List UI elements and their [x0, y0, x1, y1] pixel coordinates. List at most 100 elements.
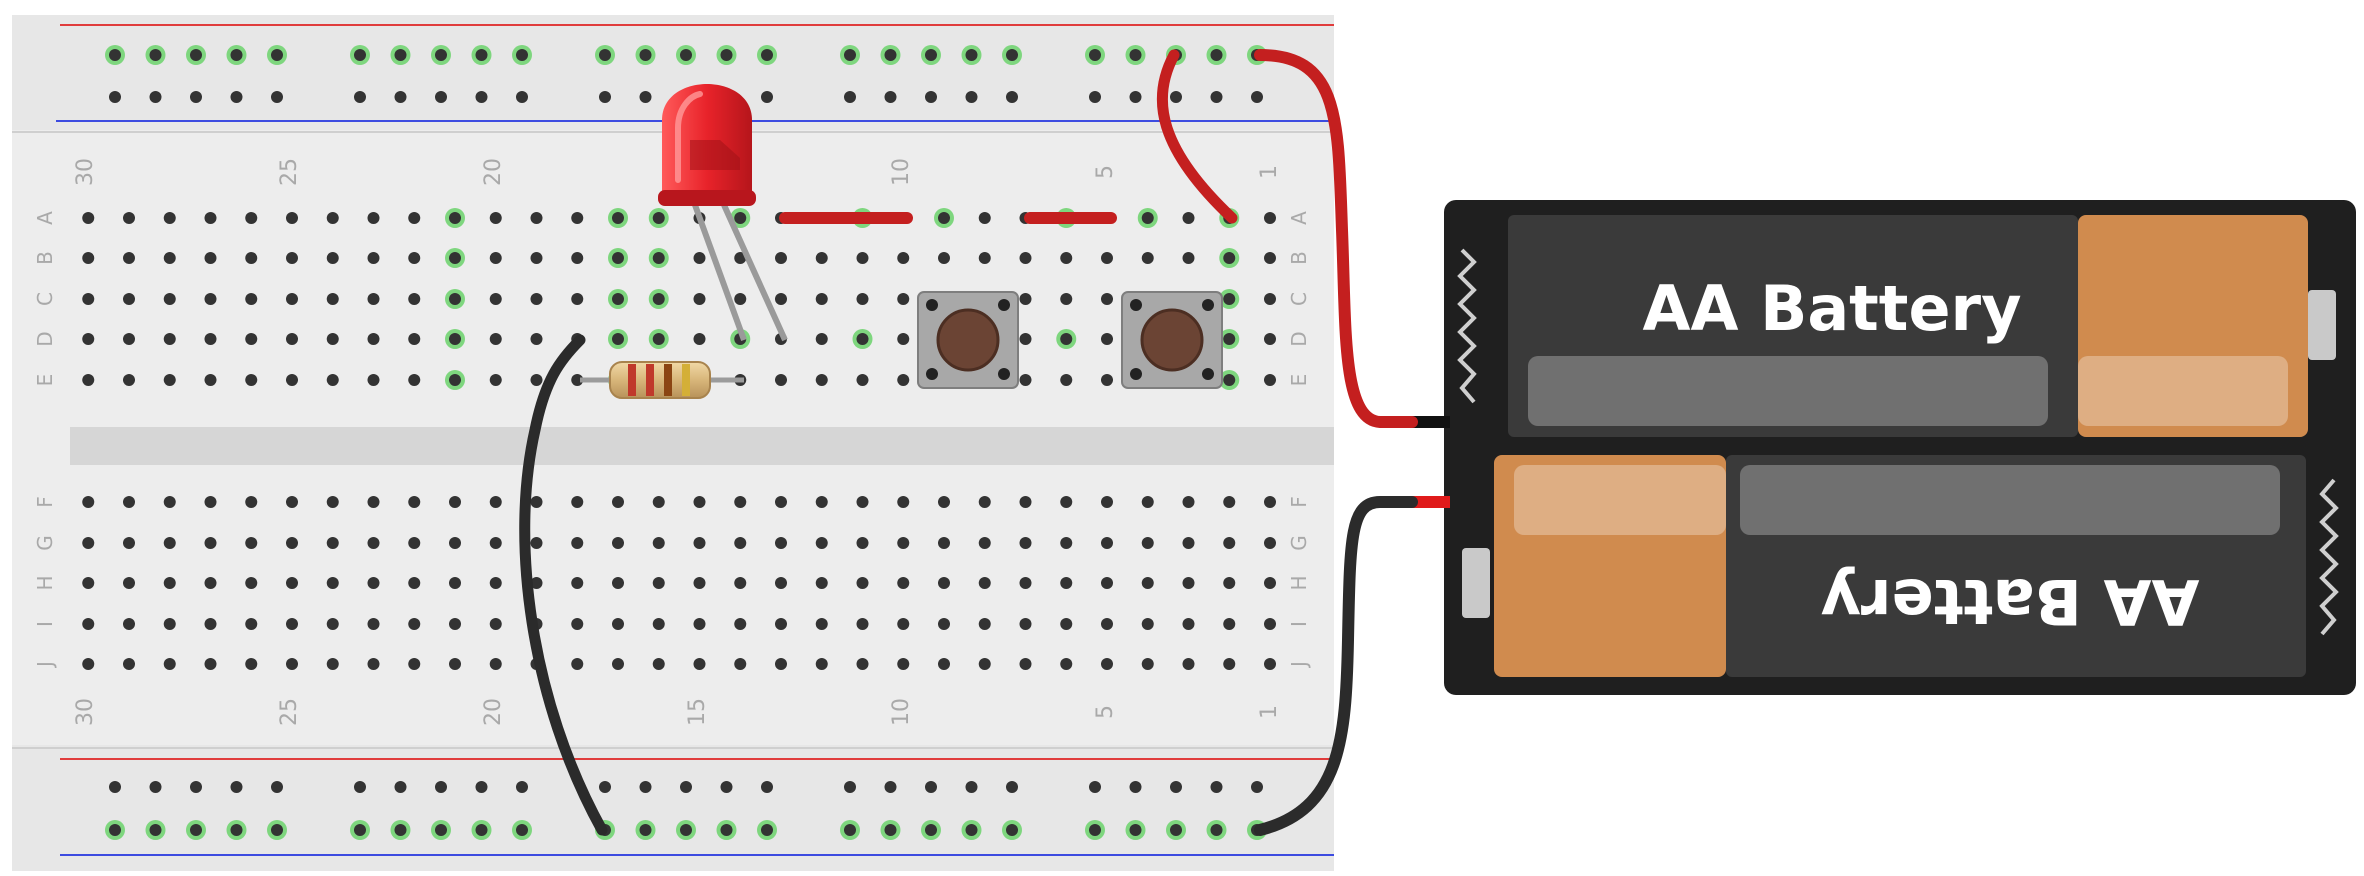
hole — [475, 781, 488, 793]
hole — [204, 252, 217, 264]
hole — [190, 91, 202, 103]
hole — [475, 91, 488, 103]
hole — [884, 781, 897, 793]
hole — [1141, 577, 1154, 589]
hole — [571, 252, 584, 264]
resistor-band — [682, 364, 690, 396]
hole — [271, 824, 283, 836]
hole — [123, 252, 135, 264]
hole — [815, 496, 828, 508]
hole — [1006, 49, 1018, 61]
hole — [1210, 824, 1223, 836]
hole — [367, 252, 380, 264]
wire-black-battery-to-rail — [1254, 496, 1418, 836]
pushbutton-pin — [998, 368, 1010, 380]
hole — [844, 824, 856, 836]
hole — [1089, 824, 1101, 836]
hole — [1089, 781, 1101, 793]
hole — [734, 252, 747, 264]
hole — [489, 333, 502, 345]
column-labels-top: 30 25 20 10 5 1 — [73, 158, 1282, 186]
hole — [489, 537, 502, 549]
battery-label: AA Battery — [1821, 565, 2200, 638]
hole — [652, 537, 665, 549]
row-label: C — [33, 292, 57, 306]
hole — [123, 537, 135, 549]
spring-left — [1457, 248, 1477, 404]
hole — [530, 252, 543, 264]
hole — [449, 252, 461, 264]
hole — [230, 49, 243, 61]
hole — [1182, 252, 1195, 264]
hole — [1170, 781, 1182, 793]
hole — [978, 577, 991, 589]
hole — [245, 577, 258, 589]
hole — [693, 496, 706, 508]
hole — [435, 91, 447, 103]
hole — [897, 333, 910, 345]
hole — [163, 252, 176, 264]
hole — [326, 374, 339, 386]
resistor-band — [646, 364, 654, 396]
hole — [612, 496, 624, 508]
hole — [1141, 212, 1154, 224]
hole — [1101, 252, 1113, 264]
hole — [1251, 781, 1263, 793]
hole — [245, 374, 258, 386]
resistor — [580, 361, 744, 399]
hole — [367, 333, 380, 345]
hole — [149, 91, 162, 103]
hole — [286, 374, 298, 386]
hole — [190, 781, 202, 793]
hole — [449, 333, 461, 345]
hole — [571, 496, 584, 508]
hole — [897, 618, 910, 630]
hole — [1019, 618, 1032, 630]
hole — [286, 333, 298, 345]
hole — [286, 212, 298, 224]
hole — [652, 577, 665, 589]
led-die — [690, 140, 740, 170]
hole — [612, 577, 624, 589]
hole — [1129, 824, 1142, 836]
hole — [530, 293, 543, 305]
hole — [1141, 537, 1154, 549]
hole — [1223, 537, 1236, 549]
row-label: E — [33, 374, 57, 387]
hole — [408, 537, 421, 549]
hole — [367, 577, 380, 589]
hole — [286, 293, 298, 305]
hole — [449, 496, 461, 508]
hole — [693, 577, 706, 589]
hole — [475, 824, 488, 836]
hole — [938, 252, 950, 264]
hole — [204, 374, 217, 386]
hole — [190, 824, 202, 836]
hole — [489, 293, 502, 305]
hole — [925, 824, 937, 836]
wire-black-rail-to-resistor — [519, 334, 608, 836]
hole — [408, 496, 421, 508]
center-channel — [70, 427, 1334, 465]
hole — [435, 824, 447, 836]
battery-pack: AA Battery AA Battery — [1406, 200, 2356, 695]
hole — [163, 293, 176, 305]
hole — [775, 658, 787, 670]
hole — [354, 91, 366, 103]
column-label: 10 — [889, 698, 914, 726]
hole — [680, 49, 692, 61]
column-label: 5 — [1093, 705, 1118, 719]
hole — [1170, 91, 1182, 103]
hole — [1060, 293, 1073, 305]
hole — [516, 824, 528, 836]
hole — [775, 252, 787, 264]
hole — [856, 293, 869, 305]
hole — [1182, 212, 1195, 224]
cell-terminal — [2308, 290, 2336, 360]
hole — [856, 658, 869, 670]
hole — [652, 252, 665, 264]
hole — [245, 252, 258, 264]
hole — [652, 293, 665, 305]
hole — [326, 293, 339, 305]
hole — [354, 781, 366, 793]
